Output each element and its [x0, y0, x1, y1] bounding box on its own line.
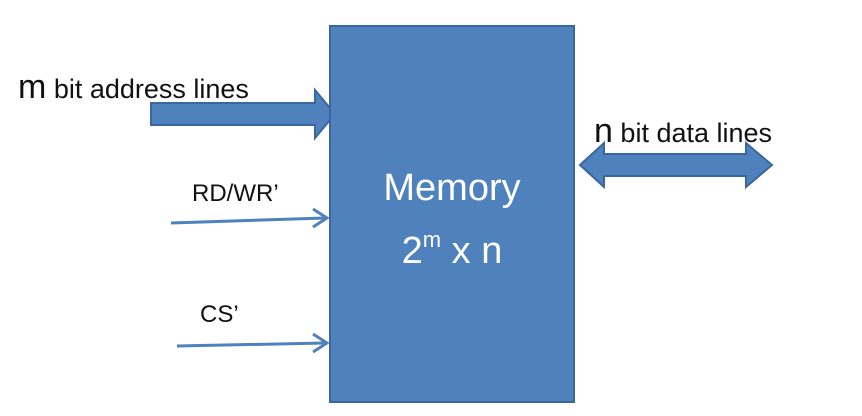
- read-write-label: RD/WR’: [192, 180, 279, 207]
- address-width-variable: m: [18, 68, 47, 106]
- data-lines-label: n bit data lines: [594, 114, 772, 148]
- memory-size: 2m x n: [331, 229, 573, 272]
- address-lines-label: m bit address lines: [18, 70, 249, 104]
- rd-wr-arrow: [170, 207, 330, 229]
- data-lines-text: bit data lines: [612, 118, 773, 148]
- memory-size-base: 2: [401, 230, 423, 272]
- memory-title: Memory: [383, 167, 521, 209]
- memory-size-rest: x n: [441, 230, 503, 272]
- memory-size-exponent: m: [422, 227, 442, 252]
- address-bus-arrow: [150, 87, 337, 141]
- cs-arrow: [176, 332, 330, 354]
- data-bus-arrow: [578, 140, 774, 190]
- data-width-variable: n: [594, 112, 613, 150]
- memory-block: Memory 2m x n: [329, 25, 575, 403]
- chip-select-label: CS’: [200, 301, 239, 328]
- address-lines-text: bit address lines: [46, 74, 249, 104]
